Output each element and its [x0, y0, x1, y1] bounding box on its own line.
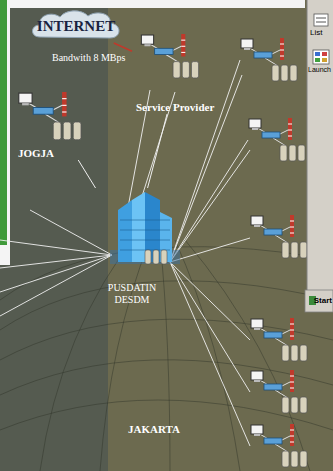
node-label: JOGJA — [18, 147, 54, 160]
site-group: JOGJA — [10, 88, 102, 160]
network-link — [170, 60, 240, 262]
network-link — [170, 262, 250, 446]
network-link — [0, 255, 112, 316]
network-link — [30, 210, 112, 255]
site-group: Service Provider — [132, 30, 224, 114]
network-link — [170, 150, 250, 262]
node-label: PUSDATIN DESDM — [100, 282, 164, 306]
internet-cloud: INTERNET — [30, 9, 122, 43]
network-link — [78, 160, 95, 188]
network-link — [0, 255, 112, 292]
network-link — [148, 114, 168, 188]
start-button: Start — [314, 296, 332, 305]
network-link — [0, 255, 112, 268]
network-link — [0, 240, 112, 255]
bandwidth-label: Bandwith 8 MBps — [52, 52, 125, 63]
node-label: Service Provider — [136, 101, 214, 114]
region-label: JAKARTA — [128, 423, 180, 435]
toolbar-label: Launch — [308, 66, 331, 73]
network-link — [114, 43, 132, 51]
network-link — [170, 238, 250, 262]
site-icons — [19, 34, 307, 467]
datacenter: PUSDATIN DESDM — [84, 188, 180, 306]
network-link — [170, 140, 248, 262]
network-link — [170, 262, 250, 340]
toolbar-label: List — [310, 28, 322, 37]
node-label: INTERNET — [37, 17, 115, 35]
datacenter-building — [110, 192, 180, 264]
network-link — [170, 262, 250, 392]
